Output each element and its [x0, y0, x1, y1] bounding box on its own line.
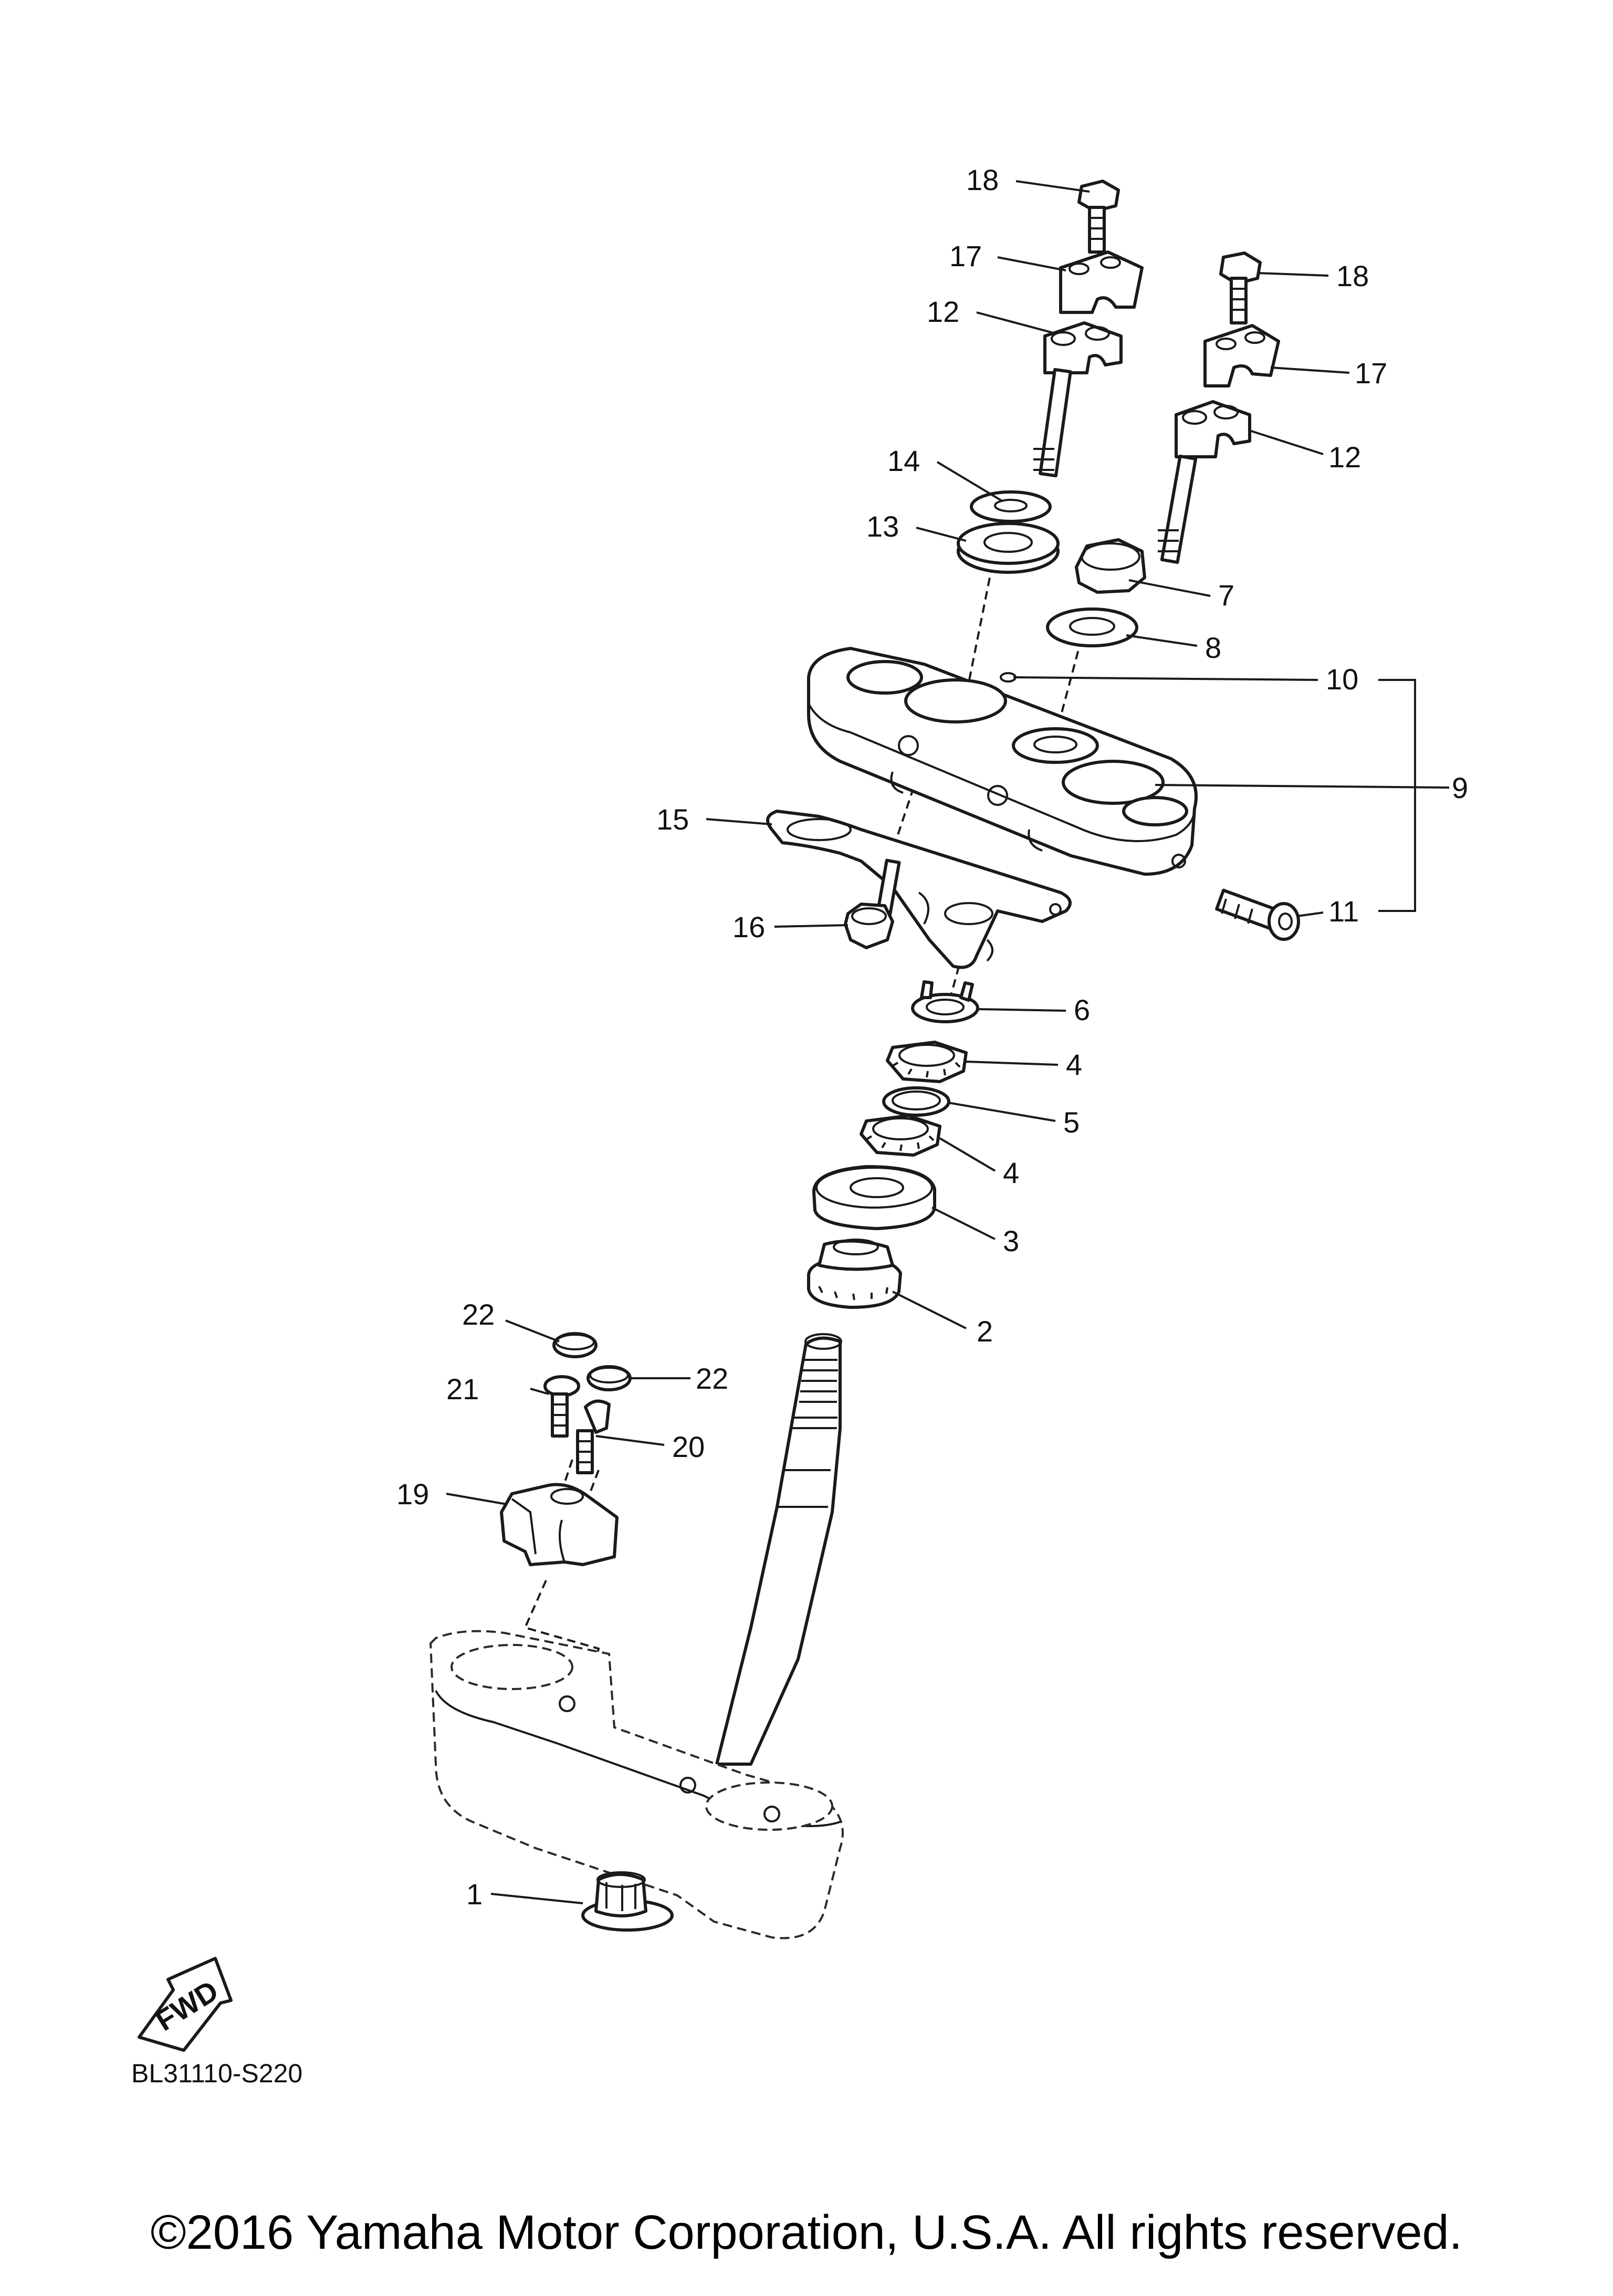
cap-22-lower [586, 1365, 632, 1391]
left-handlebar-upper-holder [1059, 250, 1144, 314]
callout-18-right: 18 [1336, 259, 1369, 292]
nut-16 [844, 903, 894, 949]
bearing-2 [807, 1239, 902, 1309]
callout-19: 19 [396, 1477, 429, 1511]
callout-12-upper-left: 12 [927, 295, 959, 328]
callout-10: 10 [1326, 663, 1358, 696]
callout-15: 15 [656, 803, 689, 836]
diagram-code: BL31110-S220 [131, 2059, 303, 2088]
callout-13: 13 [866, 510, 899, 543]
callout-3: 3 [1003, 1224, 1019, 1257]
callout-22-upper: 22 [462, 1298, 495, 1331]
lock-washer-6 [911, 980, 979, 1023]
lower-bolt-1 [581, 1871, 674, 1932]
callout-18-upper-left: 18 [966, 163, 999, 196]
callout-labels: 18 17 12 18 17 12 14 13 7 8 10 9 15 11 1… [396, 163, 1468, 1911]
washer-14 [970, 490, 1052, 523]
ring-nut-4-lower [860, 1114, 941, 1157]
callout-22-lower: 22 [696, 1362, 728, 1395]
callout-7: 7 [1218, 579, 1234, 612]
cap-22-upper [552, 1332, 598, 1358]
callout-21: 21 [446, 1372, 479, 1406]
damper-13 [957, 522, 1060, 574]
callout-9: 9 [1452, 771, 1468, 804]
screw-21 [543, 1375, 580, 1438]
ring-nut-4-upper [886, 1041, 968, 1083]
callout-16: 16 [732, 910, 765, 943]
bearing-cover-3 [812, 1165, 936, 1230]
callout-17-right: 17 [1355, 357, 1387, 390]
pinch-bolt-11 [1215, 888, 1300, 941]
left-handlebar-bolt [1077, 180, 1120, 254]
callout-17-upper-left: 17 [949, 239, 982, 272]
steering-stem [715, 1333, 842, 1766]
bolt-20 [576, 1399, 611, 1474]
callout-20: 20 [672, 1430, 705, 1463]
steering-stem-nut-7 [1075, 538, 1146, 594]
callout-6: 6 [1074, 993, 1090, 1026]
leader-lines [446, 180, 1450, 1904]
right-handlebar-lower-holder [1158, 400, 1251, 564]
copyright-notice: ©2016 Yamaha Motor Corporation, U.S.A. A… [150, 2206, 1463, 2259]
holder-19 [500, 1483, 619, 1566]
callout-4-upper: 4 [1066, 1048, 1082, 1081]
callout-2: 2 [977, 1315, 993, 1348]
callout-5: 5 [1063, 1106, 1080, 1139]
washer-8 [1046, 607, 1138, 647]
callout-11: 11 [1328, 895, 1359, 928]
callout-14: 14 [887, 444, 920, 477]
washer-5 [882, 1086, 950, 1117]
callout-8: 8 [1205, 631, 1221, 664]
callout-4-lower: 4 [1003, 1156, 1019, 1189]
right-handlebar-bolt [1219, 251, 1262, 324]
fwd-arrow-icon: FWD [138, 1957, 233, 2052]
upper-bracket-9 [807, 647, 1198, 876]
callout-1: 1 [466, 1878, 483, 1911]
right-handlebar-upper-holder [1203, 324, 1280, 387]
left-handlebar-lower-holder [1033, 321, 1123, 478]
callout-12-right: 12 [1328, 441, 1361, 474]
lower-bracket [429, 1630, 844, 1939]
stay-15 [766, 810, 1072, 969]
